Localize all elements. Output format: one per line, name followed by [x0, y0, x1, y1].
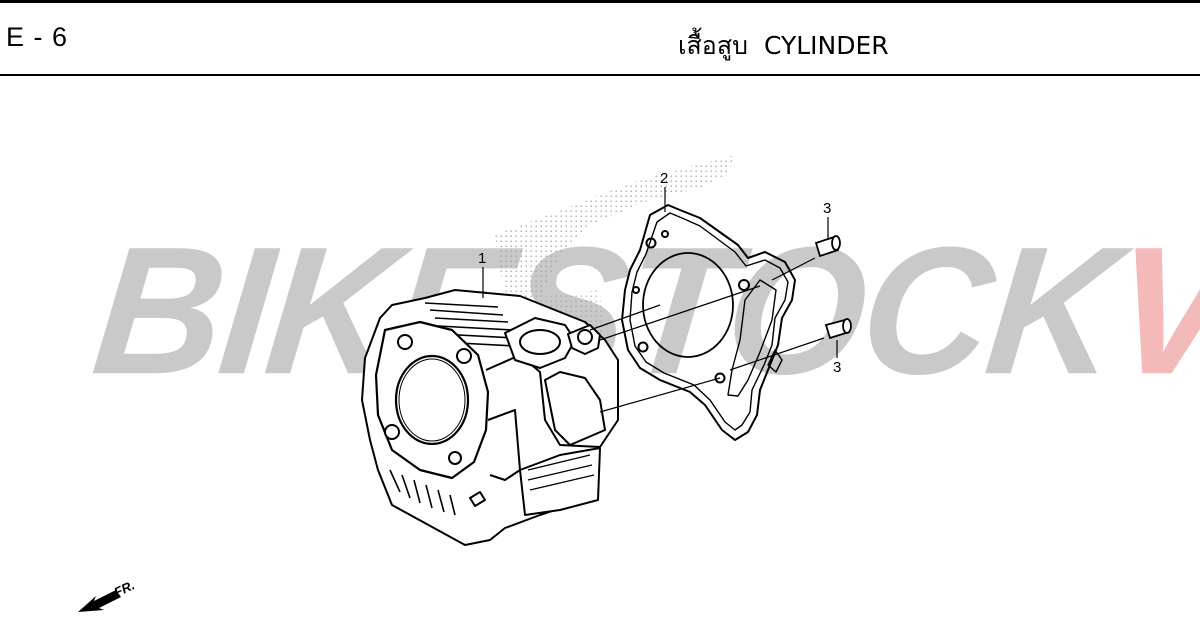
dowel-pin-lower[interactable]: [824, 318, 852, 340]
top-rule: [0, 0, 1200, 3]
title-english: CYLINDER: [763, 31, 889, 60]
callout-2: 2: [660, 170, 668, 187]
dowel-pin-upper[interactable]: [814, 235, 841, 258]
page-code: E - 6: [6, 22, 69, 52]
alignment-lines: [482, 187, 838, 413]
gasket-part[interactable]: [621, 204, 796, 441]
callout-3-upper: 3: [823, 200, 831, 217]
front-direction-arrow: FR.: [78, 577, 137, 612]
callout-1: 1: [478, 250, 486, 267]
title-thai: เสื้อสูบ: [678, 31, 748, 60]
page-title: เสื้อสูบ CYLINDER: [678, 26, 889, 66]
header-rule: [0, 74, 1200, 76]
cylinder-part[interactable]: [361, 289, 619, 546]
callout-3-lower: 3: [833, 359, 841, 376]
front-label: FR.: [112, 577, 137, 599]
